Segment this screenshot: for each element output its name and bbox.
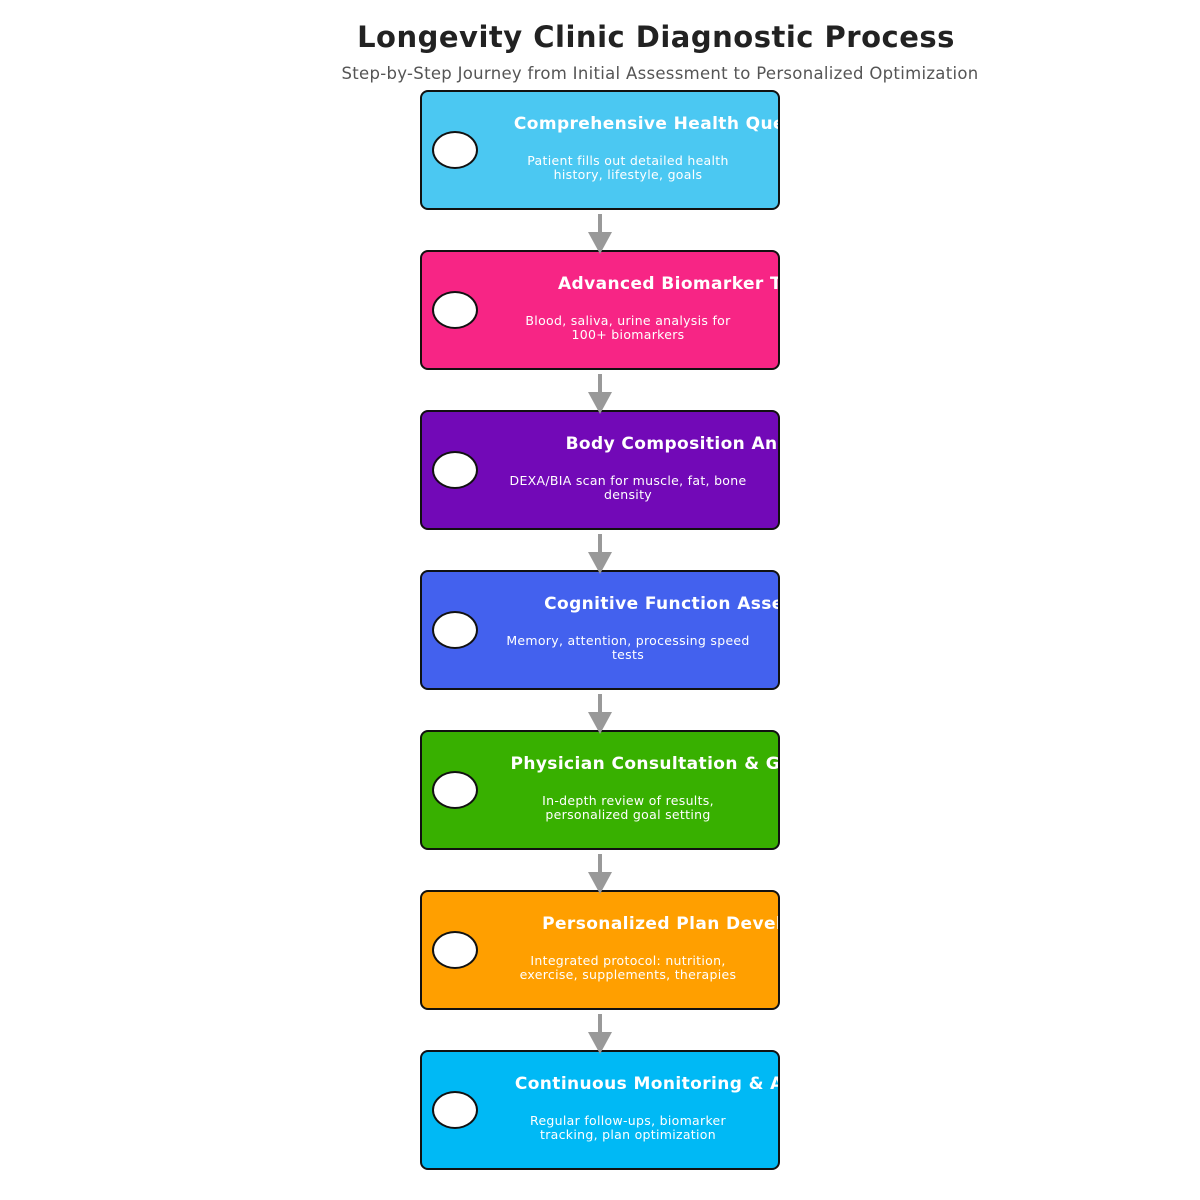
step-description-line: density: [604, 487, 652, 502]
step-description: Blood, saliva, urine analysis for 100+ b…: [478, 314, 778, 342]
step-title: Physician Consultation & Goal Setting: [510, 754, 780, 774]
step-description: Memory, attention, processing speed test…: [478, 634, 778, 662]
step-title: Cognitive Function Assessment: [544, 594, 778, 614]
arrow-shaft: [598, 694, 602, 714]
step-circle-icon: [432, 611, 478, 649]
arrow-head: [588, 392, 612, 414]
step-box-body-composition: Body Composition Analysis DEXA/BIA scan …: [420, 410, 780, 530]
arrow-shaft: [598, 374, 602, 394]
step-description-line: Blood, saliva, urine analysis for: [525, 313, 731, 328]
page-title: Longevity Clinic Diagnostic Process: [357, 20, 955, 54]
step-description-line: tracking, plan optimization: [540, 1127, 716, 1142]
step-box-physician-consultation: Physician Consultation & Goal Setting In…: [420, 730, 780, 850]
arrow-head: [588, 232, 612, 254]
step-circle-icon: [432, 1091, 478, 1129]
flow-arrow-icon: [588, 854, 612, 894]
step-title: Personalized Plan Development: [542, 914, 780, 934]
step-title: Advanced Biomarker Testing: [557, 274, 780, 294]
flow-arrow-icon: [588, 214, 612, 254]
step-title: Body Composition Analysis: [565, 434, 778, 454]
step-circle-icon: [432, 451, 478, 489]
step-description-line: exercise, supplements, therapies: [519, 967, 737, 982]
arrow-shaft: [598, 534, 602, 554]
arrow-head: [588, 712, 612, 734]
step-description-line: In-depth review of results,: [542, 793, 714, 808]
step-title: Continuous Monitoring & Adjustment: [514, 1074, 778, 1094]
step-description-line: DEXA/BIA scan for muscle, fat, bone: [509, 473, 747, 488]
step-description: Patient fills out detailed health histor…: [478, 154, 778, 182]
step-box-monitoring: Continuous Monitoring & Adjustment Regul…: [420, 1050, 780, 1170]
step-description-line: Memory, attention, processing speed: [506, 633, 750, 648]
step-description-line: Regular follow-ups, biomarker: [530, 1113, 726, 1128]
arrow-shaft: [598, 214, 602, 234]
step-description: Regular follow-ups, biomarker tracking, …: [478, 1114, 778, 1142]
arrow-head: [588, 872, 612, 894]
step-circle-icon: [432, 931, 478, 969]
step-circle-icon: [432, 291, 478, 329]
step-description: DEXA/BIA scan for muscle, fat, bone dens…: [478, 474, 778, 502]
step-description-line: tests: [611, 647, 645, 662]
page-subtitle: Step-by-Step Journey from Initial Assess…: [341, 64, 979, 83]
step-description-line: Patient fills out detailed health: [527, 153, 729, 168]
step-box-questionnaire: Comprehensive Health Questionnaire Patie…: [420, 90, 780, 210]
flow-arrow-icon: [588, 694, 612, 734]
step-circle-icon: [432, 131, 478, 169]
step-box-plan-development: Personalized Plan Development Integrated…: [420, 890, 780, 1010]
flow-arrow-icon: [588, 374, 612, 414]
arrow-head: [588, 1032, 612, 1054]
step-description: Integrated protocol: nutrition, exercise…: [478, 954, 778, 982]
step-description-line: 100+ biomarkers: [571, 327, 685, 342]
step-description-line: Integrated protocol: nutrition,: [530, 953, 726, 968]
step-circle-icon: [432, 771, 478, 809]
step-title: Comprehensive Health Questionnaire: [513, 114, 778, 134]
step-description-line: personalized goal setting: [545, 807, 711, 822]
arrow-shaft: [598, 854, 602, 874]
flow-arrow-icon: [588, 1014, 612, 1054]
step-description: In-depth review of results, personalized…: [478, 794, 778, 822]
flow-arrow-icon: [588, 534, 612, 574]
step-description-line: history, lifestyle, goals: [553, 167, 703, 182]
arrow-shaft: [598, 1014, 602, 1034]
step-box-biomarker-testing: Advanced Biomarker Testing Blood, saliva…: [420, 250, 780, 370]
step-box-cognitive-assessment: Cognitive Function Assessment Memory, at…: [420, 570, 780, 690]
arrow-head: [588, 552, 612, 574]
